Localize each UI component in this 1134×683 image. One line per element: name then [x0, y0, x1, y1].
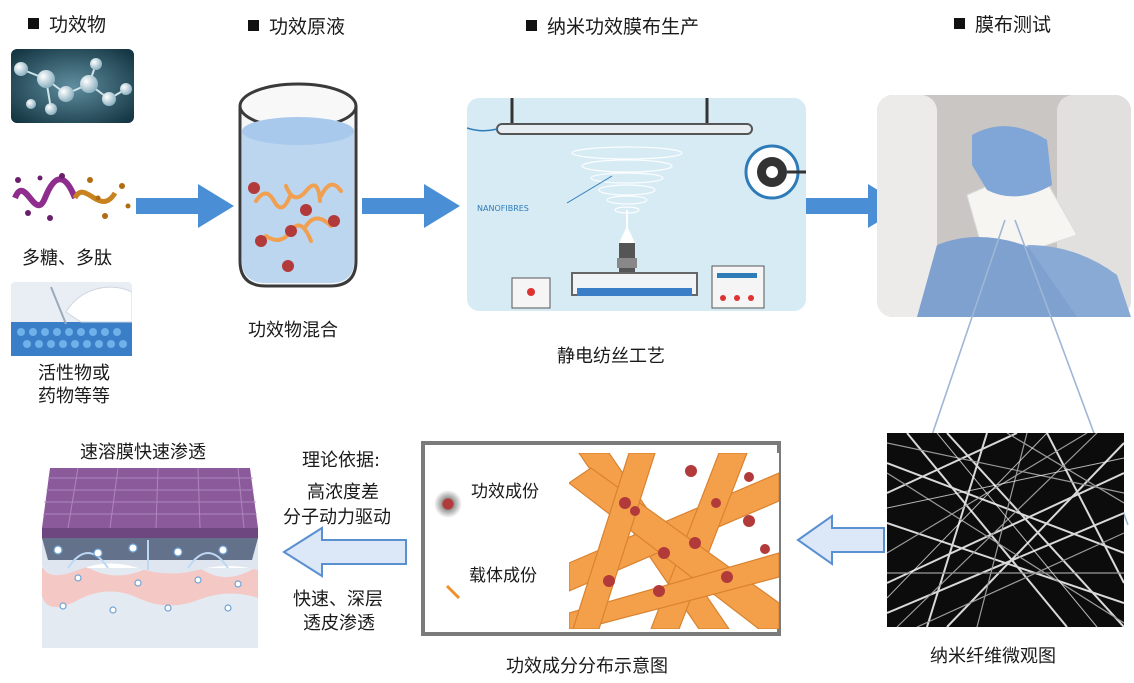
skin-penetration-image [38, 458, 262, 648]
bullet-square-icon [954, 18, 965, 29]
bullet-square-icon [248, 20, 259, 31]
fiber-illustration [569, 453, 779, 629]
active-substance-label: 活性物或 药物等等 [38, 363, 110, 407]
peptide-label: 多糖、多肽 [22, 248, 112, 269]
lab-gloves-image [11, 282, 132, 356]
theory-line-3: 快速、深层 [293, 589, 383, 610]
header-membrane-test: 膜布测试 [954, 10, 1051, 37]
arrow-left-1 [796, 514, 886, 566]
distribution-diagram: 功效成份 载体成份 [421, 441, 781, 636]
arrow-right-1 [136, 184, 236, 228]
arrow-left-2 [282, 526, 408, 578]
theory-line-2: 分子动力驱动 [283, 507, 391, 528]
header-active-substance: 功效物 [28, 10, 106, 37]
nanofibre-tag: NANOFIBRES [477, 204, 529, 213]
active-component-legend-icon [434, 490, 462, 518]
carrier-component-label: 载体成份 [469, 566, 537, 586]
carrier-component-legend-icon [445, 584, 461, 600]
fast-dissolve-label: 速溶膜快速渗透 [80, 442, 206, 463]
membrane-test-photo [877, 95, 1131, 317]
electrospinning-image: NANOFIBRES [467, 98, 806, 311]
peptide-image [10, 168, 135, 230]
mixing-label: 功效物混合 [248, 320, 338, 341]
theory-line-4: 透皮渗透 [303, 613, 375, 634]
electrospinning-label: 静电纺丝工艺 [557, 346, 665, 367]
theory-line-1: 高浓度差 [307, 482, 379, 503]
bullet-square-icon [526, 20, 537, 31]
microscope-label: 纳米纤维微观图 [930, 646, 1056, 667]
active-component-label: 功效成份 [471, 482, 539, 502]
header-membrane-production: 纳米功效膜布生产 [526, 12, 699, 39]
distribution-label: 功效成分分布示意图 [506, 656, 668, 677]
beaker-image [236, 76, 360, 290]
arrow-right-2 [362, 184, 462, 228]
header-active-solution: 功效原液 [248, 12, 345, 39]
bullet-square-icon [28, 18, 39, 29]
theory-title: 理论依据: [302, 450, 381, 471]
molecule-image [11, 49, 134, 123]
nanofiber-sem-image [887, 433, 1124, 627]
